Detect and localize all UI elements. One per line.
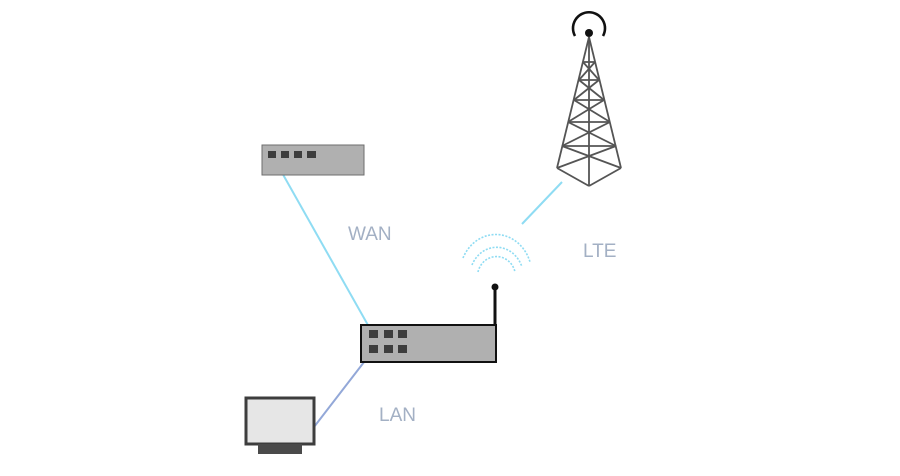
cell-tower-icon [556,10,622,187]
wan-connection-line [271,154,374,335]
lte-router-icon [360,283,499,363]
computer-monitor-icon [244,396,316,454]
lte-connection-line [521,181,563,225]
network-switch-icon [261,144,365,176]
wireless-signal-icon [462,233,531,273]
lte-label: LTE [583,241,616,262]
lan-connection-line [313,352,372,428]
lan-label: LAN [379,405,416,426]
wan-label: WAN [348,224,392,245]
